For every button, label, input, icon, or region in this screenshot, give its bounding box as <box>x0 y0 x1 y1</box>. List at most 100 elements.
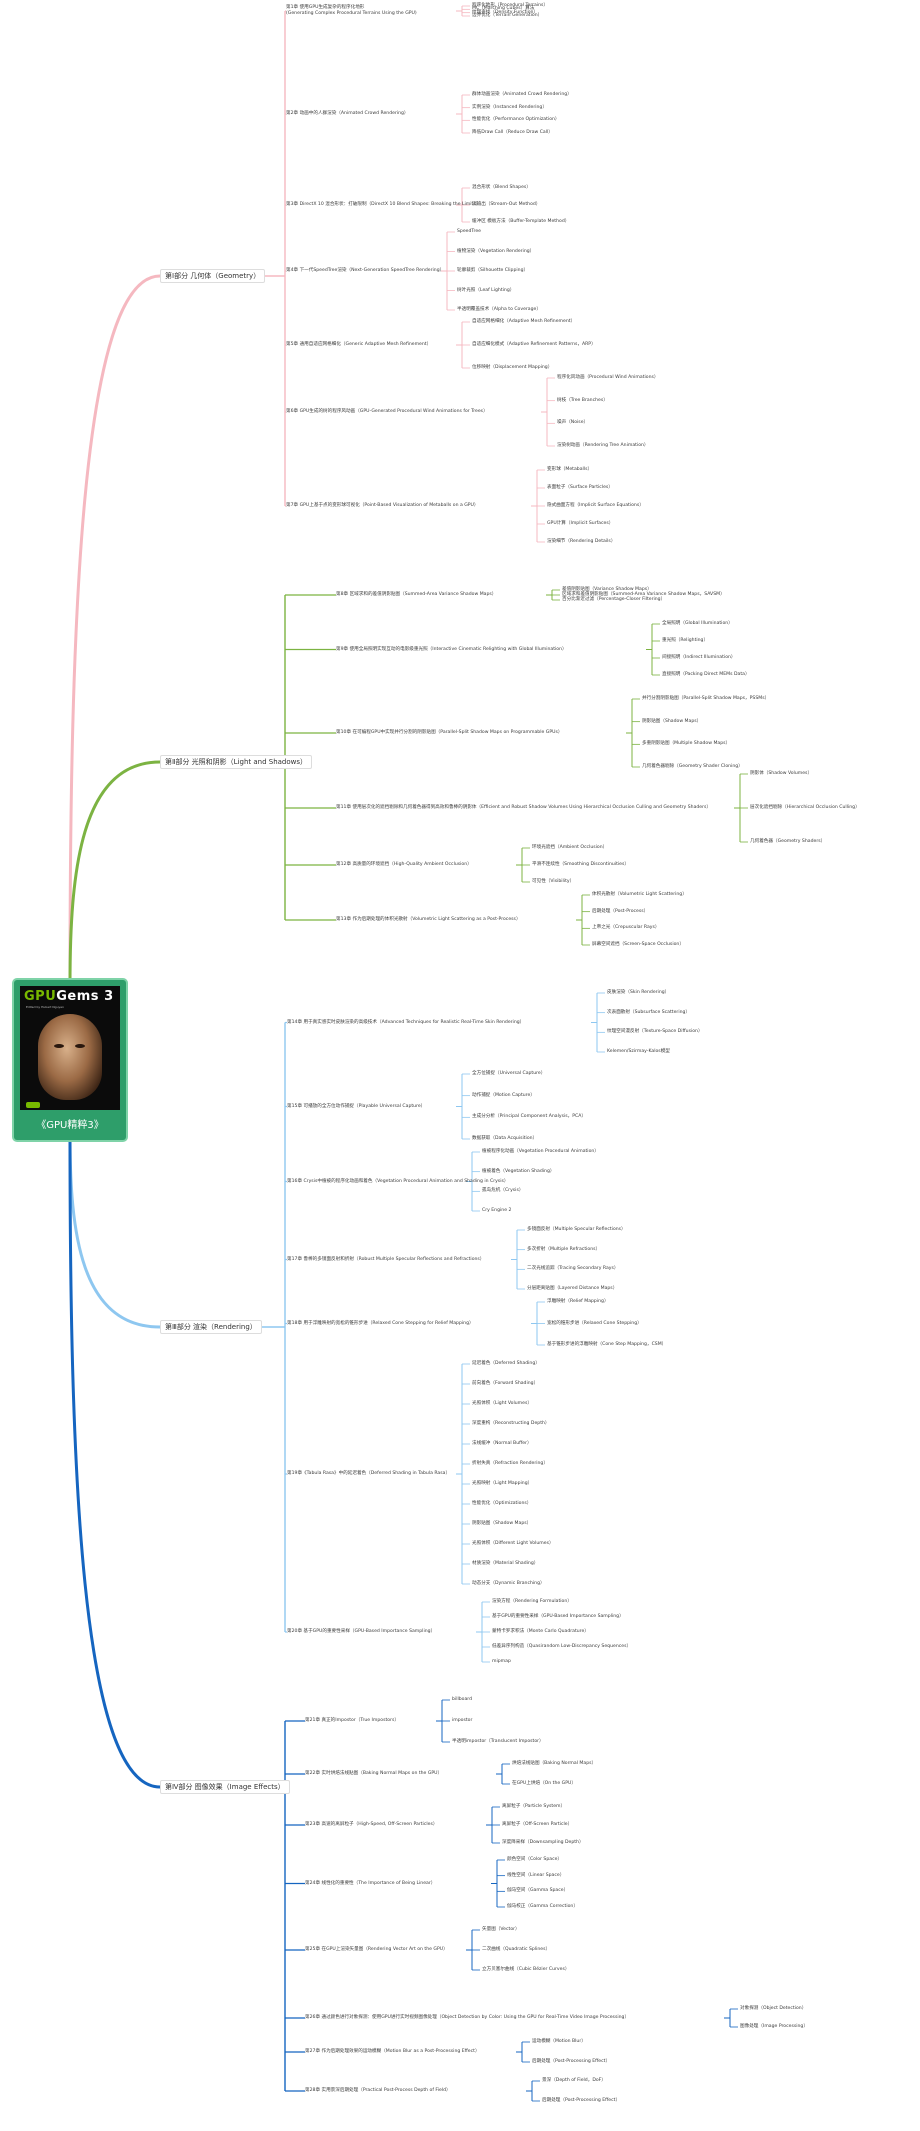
leaf-node[interactable]: 植被着色（Vegetation Shading） <box>482 1168 555 1174</box>
leaf-node[interactable]: 植物渲染（Vegetation Rendering） <box>457 248 535 254</box>
leaf-node[interactable]: 植被程序化动画（Vegetation Procedural Animation） <box>482 1149 599 1154</box>
leaf-node[interactable]: 深度降采样（Downsampling Depth） <box>502 1840 584 1845</box>
leaf-node[interactable]: 上帝之光（Crepuscular Rays） <box>592 925 660 931</box>
chapter-node[interactable]: 第9章 使用全局照明实现互动的电影级重光照（Interactive Cinema… <box>336 646 567 652</box>
chapter-node[interactable]: 第25章 在GPU上渲染矢量图（Rendering Vector Art on … <box>305 1947 448 1952</box>
leaf-node[interactable]: 多重阴影贴图（Multiple Shadow Maps） <box>642 741 731 747</box>
leaf-node[interactable]: 平滑不连续性（Smoothing Discontinuities） <box>532 862 629 867</box>
leaf-node[interactable]: 对象探测（Object Detection） <box>740 2006 807 2011</box>
leaf-node[interactable]: 蒙特卡罗求积法（Monte Carlo Quadrature） <box>492 1629 589 1634</box>
leaf-node[interactable]: 折射失真（Refraction Rendering） <box>472 1461 548 1466</box>
chapter-node[interactable]: 第6章 GPU生成的树的程序风动画（GPU-Generated Procedur… <box>286 409 488 414</box>
chapter-node[interactable]: 第16章 Crysis中植被的程序化动画和着色（Vegetation Proce… <box>287 1178 509 1184</box>
leaf-node[interactable]: 直接照明（Packing Direct MEMs Data） <box>662 672 750 677</box>
leaf-node[interactable]: 位移映射（Displacement Mapping） <box>472 365 553 370</box>
leaf-node[interactable]: 伽马校正（Gamma Correction） <box>507 1904 578 1909</box>
root-node[interactable]: GPUGems 3 Edited by Hubert Nguyen 《GPU精粹… <box>14 980 126 1140</box>
leaf-node[interactable]: 可见性（Visibility） <box>532 879 575 884</box>
category-node[interactable]: 第Ⅲ部分 渲染（Rendering） <box>160 1320 262 1334</box>
leaf-node[interactable]: 动态分支（Dynamic Branching） <box>472 1581 545 1586</box>
leaf-node[interactable]: 群体动画渲染（Animated Crowd Rendering） <box>472 92 572 97</box>
leaf-node[interactable]: 纹理空间漫反射（Texture-Space Diffusion） <box>607 1029 703 1035</box>
leaf-node[interactable]: 几何着色器（Geometry Shaders） <box>750 839 826 844</box>
leaf-node[interactable]: 立方贝塞尔曲线（Cubic Bézier Curves） <box>482 1967 570 1972</box>
chapter-node[interactable]: 第5章 通用自适应网格细化（Generic Adaptive Mesh Refi… <box>286 342 432 347</box>
leaf-node[interactable]: 自适应细化模式（Adaptive Refinement Patterns，ARP… <box>472 342 596 347</box>
chapter-node[interactable]: 第27章 作为后期处理效果的运动模糊（Motion Blur as a Post… <box>305 2049 480 2054</box>
leaf-node[interactable]: 间接照明（Indirect Illumination） <box>662 655 736 660</box>
leaf-node[interactable]: 降低Draw Call（Reduce Draw Call） <box>472 130 553 135</box>
chapter-node[interactable]: 第8章 区域求和的差值阴影贴图（Summed-Area Variance Sha… <box>336 592 497 597</box>
leaf-node[interactable]: 屏幕空间遮挡（Screen-Space Occlusion） <box>592 942 684 947</box>
chapter-node[interactable]: 第13章 作为后期处理的体积光散射（Volumetric Light Scatt… <box>336 917 521 922</box>
leaf-node[interactable]: 隐式曲面方程（Implicit Surface Equations） <box>547 503 644 508</box>
leaf-node[interactable]: 光照体积（Light Volumes） <box>472 1401 532 1406</box>
leaf-node[interactable]: 缓冲区 模板方法（Buffer-Template Method） <box>472 219 570 224</box>
chapter-node[interactable]: 第24章 线性化的重要性（The Importance of Being Lin… <box>305 1880 436 1886</box>
chapter-node[interactable]: 第23章 高速的离屏粒子（High-Speed, Off-Screen Part… <box>305 1822 438 1827</box>
leaf-node[interactable]: 多次折射（Multiple Refractions） <box>527 1246 601 1252</box>
leaf-node[interactable]: billboard <box>452 1697 473 1702</box>
chapter-node[interactable]: 第11章 使用层次化的遮挡剔除和几何着色器得到高效和鲁棒的阴影体（Efficie… <box>336 805 712 810</box>
leaf-node[interactable]: 数据获取（Data Acquisition） <box>472 1136 538 1141</box>
leaf-node[interactable]: 运动模糊（Motion Blur） <box>532 2039 586 2044</box>
leaf-node[interactable]: 纹理查找（Density Function） <box>472 9 539 15</box>
leaf-node[interactable]: 离屏粒子（Particle System） <box>502 1804 566 1809</box>
leaf-node[interactable]: 主成分分析（Principal Component Analysis，PCA） <box>472 1114 586 1120</box>
leaf-node[interactable]: SpeedTree <box>457 229 481 234</box>
leaf-node[interactable]: 浮雕映射（Relief Mapping） <box>547 1299 609 1304</box>
leaf-node[interactable]: 性能优化（Optimizations） <box>472 1501 532 1506</box>
leaf-node[interactable]: 表面粒子（Surface Particles） <box>547 485 613 490</box>
leaf-node[interactable]: 并行分割阴影贴图（Parallel-Split Shadow Maps，PSSM… <box>642 696 770 701</box>
leaf-node[interactable]: 阴影贴图（Shadow Maps） <box>642 718 702 724</box>
leaf-node[interactable]: 深度重构（Reconstructing Depth） <box>472 1421 550 1426</box>
chapter-node[interactable]: 第15章 可播放的全方位动作捕捉（Playable Universal Capt… <box>287 1103 426 1109</box>
leaf-node[interactable]: 二次光线追踪（Tracing Secondary Rays） <box>527 1266 619 1272</box>
leaf-node[interactable]: 后期处理（Post-Processing Effect） <box>532 2059 611 2064</box>
chapter-node[interactable]: 第2章 动画中的人群渲染（Animated Crowd Rendering） <box>286 111 409 116</box>
chapter-node[interactable]: 第4章 下一代SpeedTree渲染（Next-Generation Speed… <box>286 268 445 273</box>
leaf-node[interactable]: 程序化地形（Procedural Terrains） <box>472 3 549 8</box>
leaf-node[interactable]: 伽马空间（Gamma Space） <box>507 1888 569 1894</box>
leaf-node[interactable]: 景深（Depth of Field，DoF） <box>542 2078 606 2083</box>
leaf-node[interactable]: 半透明impostor（Translucent Impostor） <box>452 1739 544 1744</box>
leaf-node[interactable]: 离屏粒子（Off-Screen Particle） <box>502 1822 573 1827</box>
leaf-node[interactable]: 轮廓裁剪（Silhouette Clipping） <box>457 268 529 273</box>
leaf-node[interactable]: 阴影贴图（Shadow Maps） <box>472 1521 532 1526</box>
category-node[interactable]: 第Ⅱ部分 光照和阴影（Light and Shadows） <box>160 755 313 769</box>
leaf-node[interactable]: 分层距离贴图（Layered Distance Maps） <box>527 1286 618 1291</box>
chapter-node[interactable]: 第14章 用于真实感实时皮肤渲染的高级技术（Advanced Technique… <box>287 1019 525 1025</box>
leaf-node[interactable]: 重光照（Relighting） <box>662 638 709 643</box>
leaf-node[interactable]: 矢量图（Vector） <box>482 1927 520 1932</box>
leaf-node[interactable]: Cry Engine 2 <box>482 1208 512 1213</box>
chapter-node[interactable]: 第22章 实时烘焙法线贴图（Baking Normal Maps on the … <box>305 1771 443 1776</box>
leaf-node[interactable]: 线性空间（Linear Space） <box>507 1872 565 1878</box>
leaf-node[interactable]: 后期处理（Post-Processing Effect） <box>542 2098 621 2103</box>
leaf-node[interactable]: 渲染树动画（Rendering Tree Animation） <box>557 443 649 448</box>
leaf-node[interactable]: Kelemen/Szirmay-Kalos模型 <box>607 1049 670 1054</box>
leaf-node[interactable]: 在GPU上烘焙（On the GPU） <box>512 1781 576 1786</box>
leaf-node[interactable]: 程序化风动画（Procedural Wind Animations） <box>557 375 659 380</box>
leaf-node[interactable]: MC（Marching Cubes）算法 <box>472 6 535 12</box>
leaf-node[interactable]: 百分比渐近过滤（Percentage-Closer Filtering） <box>562 597 666 602</box>
leaf-node[interactable]: 渲染方程（Rendering Formulation） <box>492 1599 572 1604</box>
leaf-node[interactable]: 半透明覆盖技术（Alpha to Coverage） <box>457 307 541 312</box>
chapter-node[interactable]: 第12章 高质量的环境遮挡（High-Quality Ambient Occlu… <box>336 862 472 867</box>
leaf-node[interactable]: 图像处理（Image Processing） <box>740 2024 808 2029</box>
leaf-node[interactable]: 混合形状（Blend Shapes） <box>472 185 531 190</box>
leaf-node[interactable]: 区域求和差值阴影贴图（Summed-Area Variance Shadow M… <box>562 592 725 597</box>
leaf-node[interactable]: 自适应网格细化（Adaptive Mesh Refinement） <box>472 319 576 324</box>
leaf-node[interactable]: 基于锥形步进的浮雕映射（Cone Step Mapping，CSM） <box>547 1342 667 1347</box>
chapter-node[interactable]: 第3章 DirectX 10 混合形状：打破限制（DirectX 10 Blen… <box>286 202 481 207</box>
leaf-node[interactable]: 烘焙法线贴图（Baking Normal Maps） <box>512 1761 597 1766</box>
category-node[interactable]: 第Ⅳ部分 图像效果（Image Effects） <box>160 1780 290 1794</box>
leaf-node[interactable]: 树枝（Tree Branches） <box>557 397 608 403</box>
leaf-node[interactable]: 低差异序列构造（Quasirandom Low-Discrepancy Sequ… <box>492 1644 632 1649</box>
leaf-node[interactable]: 差值阴影贴图（Variance Shadow Maps） <box>562 587 652 592</box>
leaf-node[interactable]: 颜色空间（Color Space） <box>507 1857 563 1862</box>
chapter-node[interactable]: 第20章 基于GPU的重要性采样（GPU-Based Importance Sa… <box>287 1629 436 1634</box>
leaf-node[interactable]: mipmap <box>492 1659 511 1664</box>
leaf-node[interactable]: 全方位捕捉（Universal Capture） <box>472 1071 546 1076</box>
leaf-node[interactable]: 光照映射（Light Mapping） <box>472 1481 533 1486</box>
chapter-node[interactable]: 第19章《Tabula Rasa》中的延迟着色（Deferred Shading… <box>287 1471 451 1476</box>
